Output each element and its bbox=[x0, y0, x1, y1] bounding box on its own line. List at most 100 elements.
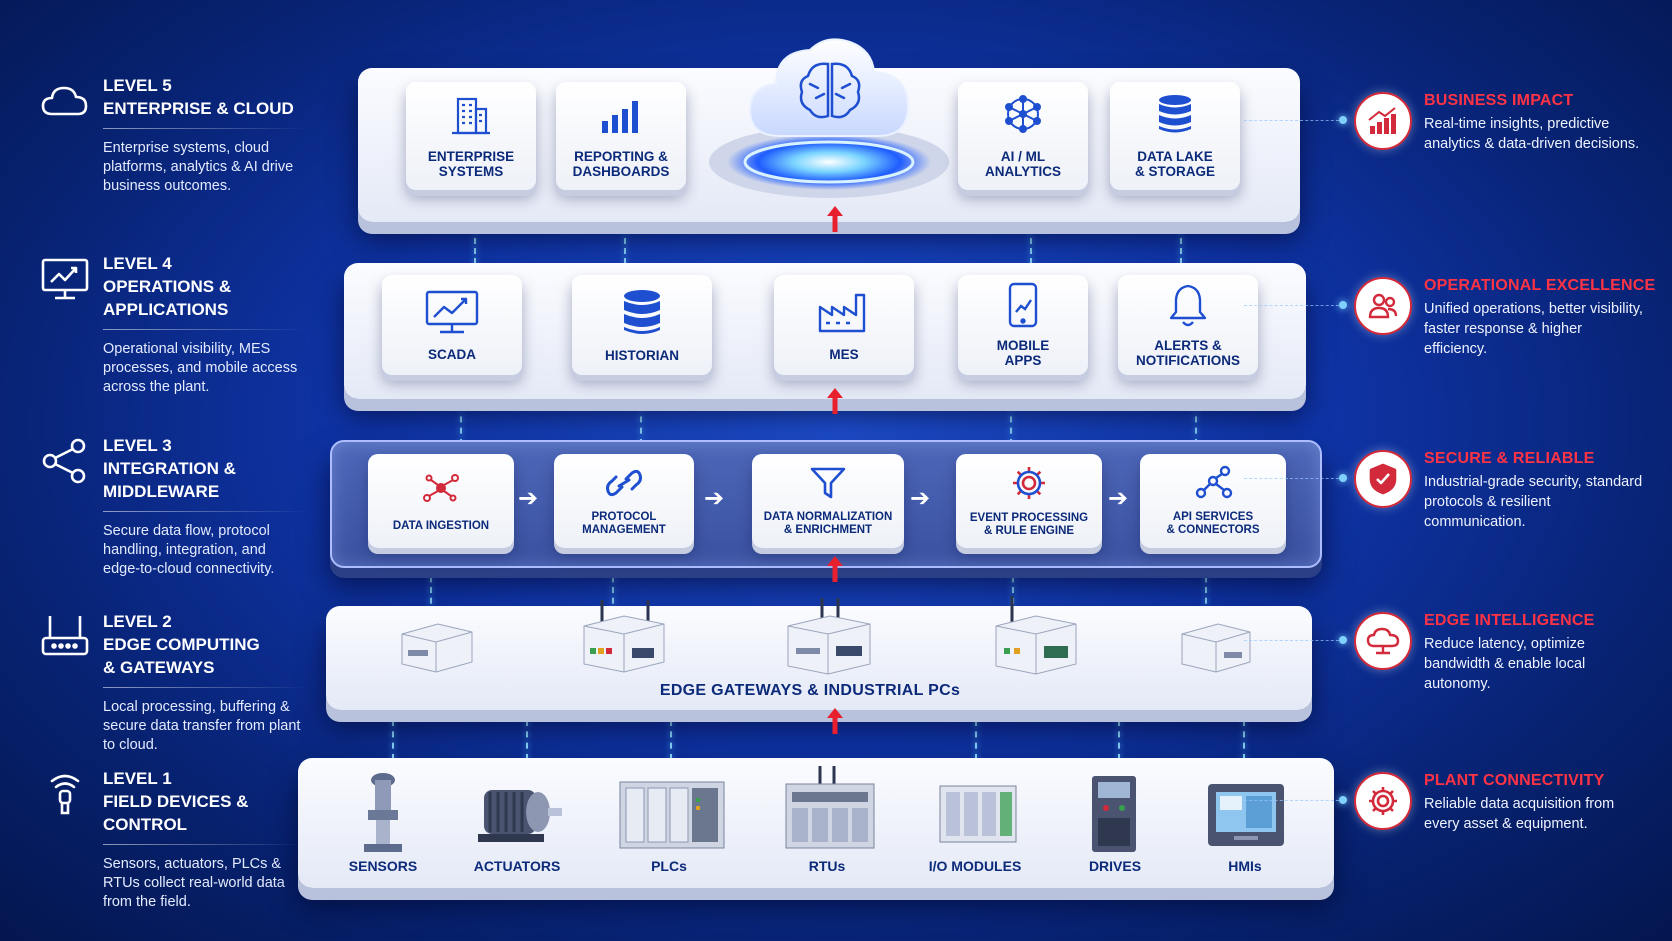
card-enterprise-systems[interactable]: ENTERPRISE SYSTEMS bbox=[406, 82, 536, 190]
connector-beam bbox=[1180, 228, 1183, 264]
shield-check-icon bbox=[1354, 450, 1412, 508]
connector-beam bbox=[392, 720, 395, 760]
connector-beam bbox=[1010, 405, 1013, 445]
level-5-info: LEVEL 5 ENTERPRISE & CLOUD Enterprise sy… bbox=[40, 74, 310, 196]
impact-description: Real-time insights, predictive analytics… bbox=[1424, 116, 1640, 152]
neural-network-icon bbox=[1005, 95, 1041, 133]
connector-beam bbox=[474, 228, 477, 264]
glow-ring-icon bbox=[709, 126, 949, 198]
card-label: DATA LAKE & STORAGE bbox=[1134, 149, 1215, 179]
connector-line bbox=[1244, 305, 1344, 306]
router-icon bbox=[41, 616, 89, 656]
device-label-sensors: SENSORS bbox=[348, 858, 418, 874]
cloud-ai-hub bbox=[704, 32, 954, 212]
impact-business: BUSINESS IMPACT Real-time insights, pred… bbox=[1244, 92, 1654, 154]
divider bbox=[103, 329, 308, 330]
drive-icon bbox=[1092, 776, 1136, 852]
level-4-platform: SCADA HISTORIAN MES MOBILE APPS ALERTS &… bbox=[344, 263, 1306, 399]
connector-dot bbox=[1339, 116, 1347, 124]
motor-icon bbox=[478, 790, 562, 842]
device-label-hmis: HMIs bbox=[1228, 858, 1262, 874]
impact-title: BUSINESS IMPACT bbox=[1424, 92, 1574, 109]
database-stack-icon bbox=[624, 289, 660, 334]
card-alerts-notifications[interactable]: ALERTS & NOTIFICATIONS bbox=[1118, 275, 1258, 375]
connector-dot bbox=[1339, 796, 1347, 804]
monitor-trend-icon bbox=[425, 290, 479, 333]
card-reporting-dashboards[interactable]: REPORTING & DASHBOARDS bbox=[556, 82, 686, 190]
card-label: DATA INGESTION bbox=[392, 519, 490, 532]
level-1-description: Sensors, actuators, PLCs & RTUs collect … bbox=[103, 856, 285, 910]
divider bbox=[103, 844, 308, 845]
connector-beam bbox=[670, 720, 673, 760]
connector-line bbox=[1244, 478, 1344, 479]
impact-title: PLANT CONNECTIVITY bbox=[1424, 772, 1605, 789]
card-api-services[interactable]: API SERVICES & CONNECTORS bbox=[1140, 454, 1286, 548]
impact-description: Industrial-grade security, standard prot… bbox=[1424, 474, 1643, 530]
card-mes[interactable]: MES bbox=[774, 275, 914, 375]
up-arrow-icon bbox=[827, 388, 843, 414]
card-label: MES bbox=[829, 346, 859, 362]
card-label: MOBILE APPS bbox=[996, 338, 1050, 368]
level-4-info: LEVEL 4 OPERATIONS & APPLICATIONS Operat… bbox=[40, 252, 310, 397]
card-scada[interactable]: SCADA bbox=[382, 275, 522, 375]
bar-chart-icon bbox=[602, 101, 638, 133]
card-data-normalization[interactable]: DATA NORMALIZATION & ENRICHMENT bbox=[752, 454, 904, 548]
divider bbox=[103, 128, 308, 129]
card-label: PROTOCOL MANAGEMENT bbox=[582, 511, 666, 536]
level-2-heading: LEVEL 2 EDGE COMPUTING & GATEWAYS bbox=[103, 612, 260, 677]
card-event-processing[interactable]: EVENT PROCESSING & RULE ENGINE bbox=[956, 454, 1102, 548]
impact-edge: EDGE INTELLIGENCE Reduce latency, optimi… bbox=[1244, 612, 1654, 694]
cloud-network-icon bbox=[1354, 612, 1412, 670]
connector-dot bbox=[1339, 474, 1347, 482]
device-label-plcs: PLCs bbox=[651, 858, 687, 874]
level-4-description: Operational visibility, MES processes, a… bbox=[103, 341, 298, 395]
connector-line bbox=[1244, 120, 1344, 121]
card-label: ALERTS & NOTIFICATIONS bbox=[1136, 338, 1240, 368]
level-3-info: LEVEL 3 INTEGRATION & MIDDLEWARE Secure … bbox=[40, 434, 310, 579]
device-label-actuators: ACTUATORS bbox=[473, 858, 561, 874]
card-historian[interactable]: HISTORIAN bbox=[572, 275, 712, 375]
edge-gateway-icon bbox=[1181, 623, 1251, 673]
building-icon bbox=[452, 97, 490, 135]
impact-plant: PLANT CONNECTIVITY Reliable data acquisi… bbox=[1244, 772, 1654, 834]
smartphone-icon bbox=[1008, 282, 1038, 328]
impact-title: OPERATIONAL EXCELLENCE bbox=[1424, 277, 1656, 294]
rtu-icon bbox=[785, 766, 875, 849]
impact-description: Unified operations, better visibility, f… bbox=[1424, 301, 1643, 357]
card-mobile-apps[interactable]: MOBILE APPS bbox=[958, 275, 1088, 375]
sensor-wifi-icon bbox=[50, 774, 80, 815]
bell-icon bbox=[1169, 284, 1207, 327]
impact-description: Reliable data acquisition from every ass… bbox=[1424, 796, 1615, 832]
gear-icon bbox=[1354, 772, 1412, 830]
io-module-icon bbox=[939, 785, 1017, 843]
device-label-drives: DRIVES bbox=[1088, 858, 1142, 874]
card-data-lake-storage[interactable]: DATA LAKE & STORAGE bbox=[1110, 82, 1240, 190]
edge-gateways-title: EDGE GATEWAYS & INDUSTRIAL PCs bbox=[659, 682, 961, 699]
connector-beam bbox=[1243, 720, 1246, 760]
share-nodes-icon bbox=[42, 438, 86, 484]
level-1-heading: LEVEL 1 FIELD DEVICES & CONTROL bbox=[103, 769, 249, 834]
connector-dot bbox=[1339, 636, 1347, 644]
card-label: DATA NORMALIZATION & ENRICHMENT bbox=[763, 511, 893, 536]
factory-icon bbox=[818, 293, 866, 332]
up-arrow-icon bbox=[827, 708, 843, 734]
connector-beam bbox=[1030, 228, 1033, 264]
connector-beam bbox=[975, 720, 978, 760]
card-label: API SERVICES & CONNECTORS bbox=[1166, 511, 1260, 536]
connector-beam bbox=[612, 555, 615, 625]
connector-beam bbox=[1012, 555, 1015, 625]
level-5-platform: ENTERPRISE SYSTEMS REPORTING & DASHBOARD… bbox=[358, 38, 1300, 222]
growth-chart-icon bbox=[1354, 92, 1412, 150]
connector-beam bbox=[640, 405, 643, 445]
card-protocol-management[interactable]: PROTOCOL MANAGEMENT bbox=[554, 454, 694, 548]
card-ai-ml-analytics[interactable]: AI / ML ANALYTICS bbox=[958, 82, 1088, 190]
card-label: AI / ML ANALYTICS bbox=[984, 149, 1061, 179]
device-label-rtus: RTUs bbox=[808, 858, 846, 874]
edge-gateway-icon bbox=[583, 600, 665, 673]
funnel-icon bbox=[810, 467, 846, 499]
impact-title: EDGE INTELLIGENCE bbox=[1424, 612, 1595, 629]
impact-description: Reduce latency, optimize bandwidth & ena… bbox=[1424, 636, 1586, 692]
card-data-ingestion[interactable]: DATA INGESTION bbox=[368, 454, 514, 548]
share-icon bbox=[1195, 465, 1233, 499]
level-3-heading: LEVEL 3 INTEGRATION & MIDDLEWARE bbox=[103, 436, 236, 501]
